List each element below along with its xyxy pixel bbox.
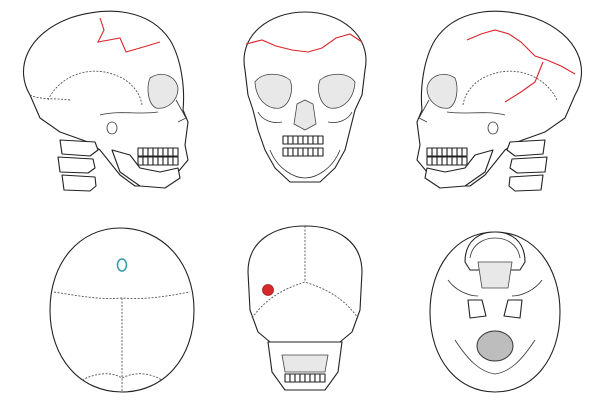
skull-inferior-view xyxy=(430,232,560,392)
foramen-magnum xyxy=(477,331,513,361)
skull-right-lateral-view xyxy=(417,11,582,191)
skull-anterior-view xyxy=(244,12,366,182)
skull-posterior-view xyxy=(248,226,362,390)
skull-superior-view xyxy=(50,228,194,392)
skull-left-lateral-view xyxy=(23,11,188,191)
marker-red-posterior xyxy=(263,285,274,296)
marker-teal-superior xyxy=(118,259,127,271)
